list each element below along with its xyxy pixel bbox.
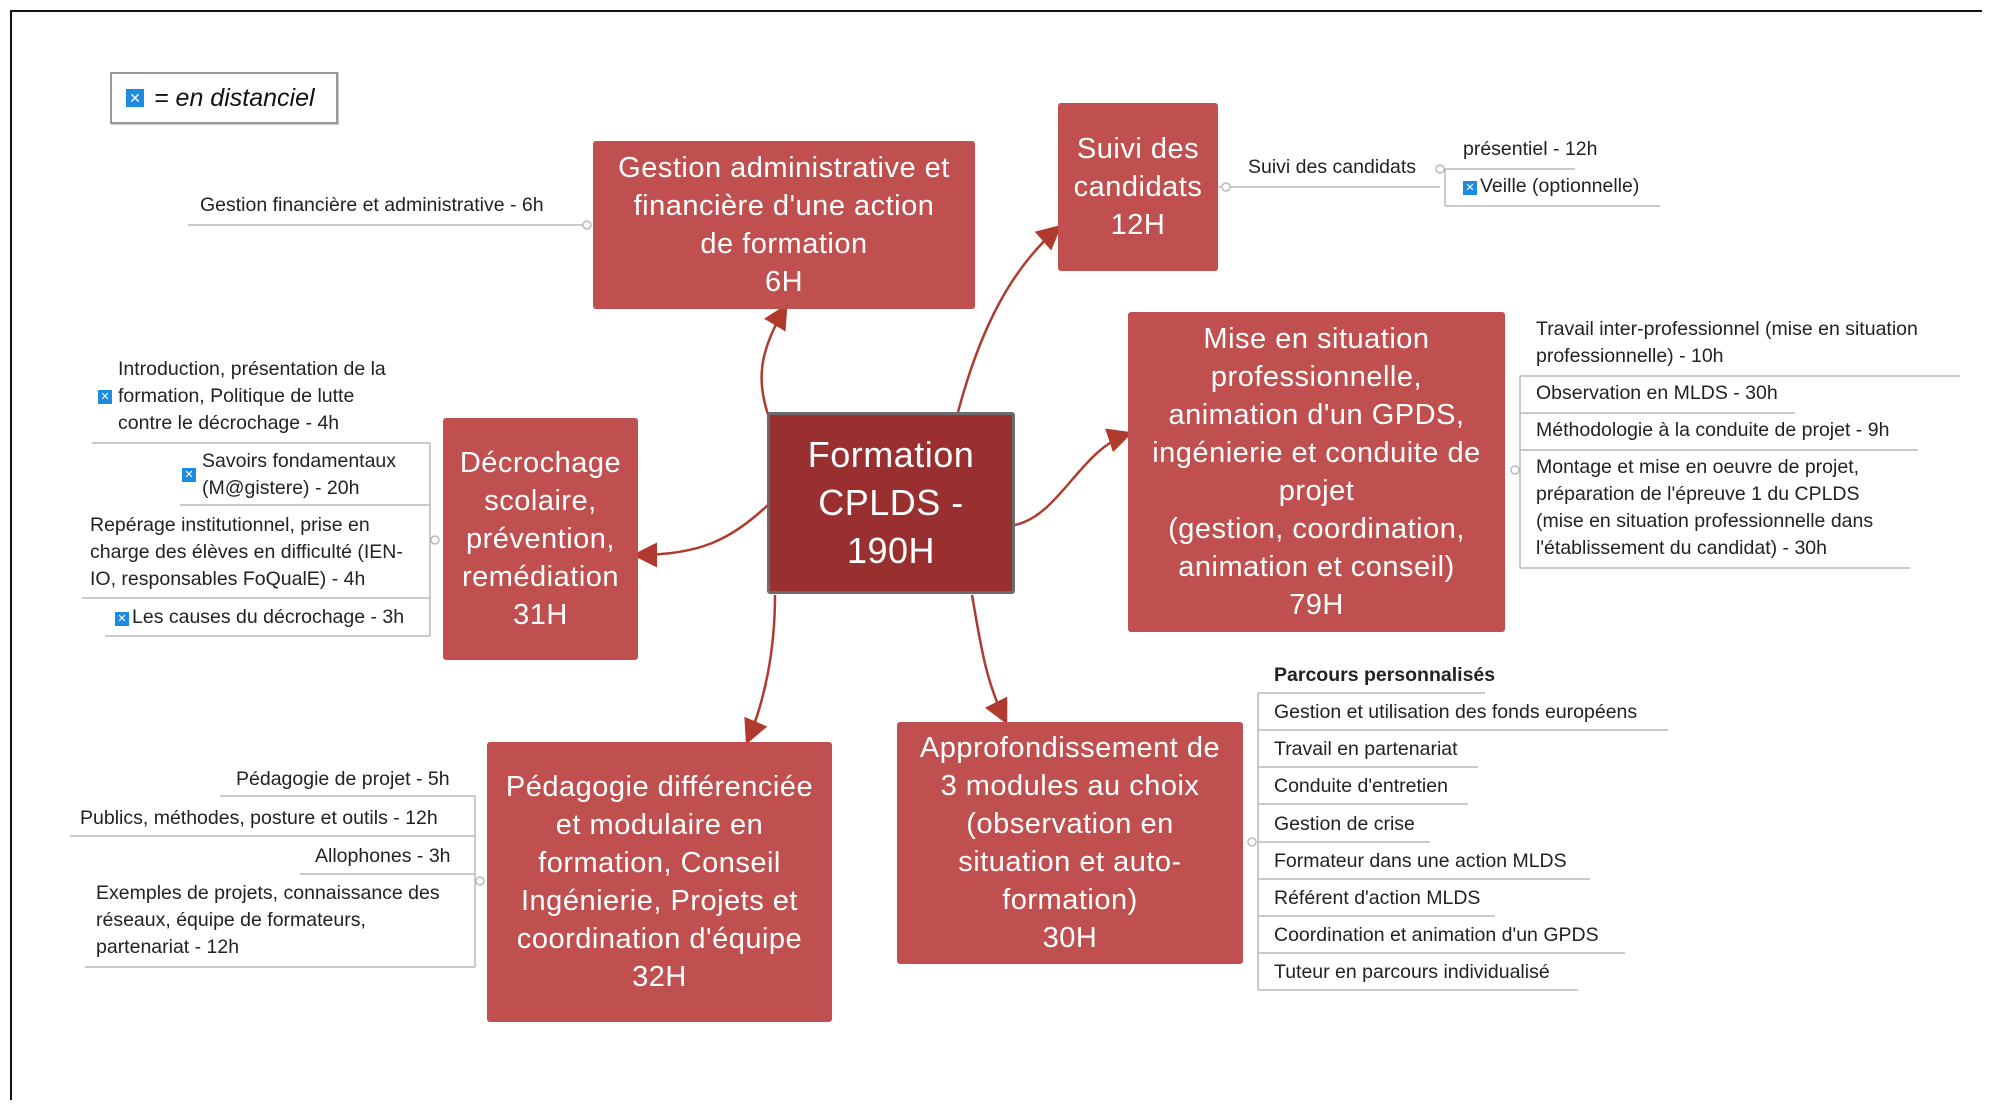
canvas-frame: [10, 10, 1982, 1100]
branch-mise-label: Mise en situation professionnelle, anima…: [1152, 323, 1481, 621]
distance-learning-icon: ✕: [182, 468, 196, 482]
leaf-peda-1[interactable]: Publics, méthodes, posture et outils - 1…: [80, 807, 438, 829]
distance-learning-icon: ✕: [115, 612, 129, 626]
leaf-appro-7[interactable]: Tuteur en parcours individualisé: [1274, 961, 1550, 983]
leaf-appro-0[interactable]: Gestion et utilisation des fonds europée…: [1274, 701, 1638, 723]
arrow-to-peda: [744, 594, 777, 745]
legend-text: = en distanciel: [154, 83, 315, 112]
leaf-appro-1[interactable]: Travail en partenariat: [1274, 738, 1458, 760]
leaf-decro-2[interactable]: Repérage institutionnel, prise en charge…: [90, 514, 403, 590]
leaf-suivi-1[interactable]: ✕Veille (optionnelle): [1463, 173, 1639, 200]
leaf-decro-1[interactable]: ✕ Savoirs fondamentaux (M@gistere) - 20h: [182, 448, 396, 502]
leaf-gestion-0[interactable]: Gestion financière et administrative - 6…: [200, 194, 544, 216]
leaf-appro-6[interactable]: Coordination et animation d'un GPDS: [1274, 924, 1599, 946]
branch-decro[interactable]: Décrochage scolaire, prévention, remédia…: [443, 418, 638, 660]
leaf-decro-0-text: Introduction, présentation de la formati…: [118, 358, 386, 434]
leaf-decro-3[interactable]: ✕Les causes du décrochage - 3h: [115, 604, 404, 631]
leaf-mise-3[interactable]: Montage et mise en oeuvre de projet, pré…: [1536, 456, 1874, 559]
branch-mise[interactable]: Mise en situation professionnelle, anima…: [1128, 312, 1505, 632]
branch-peda[interactable]: Pédagogie différenciée et modulaire en f…: [487, 742, 832, 1022]
arrow-to-gestion: [760, 303, 788, 421]
leaf-mise-2[interactable]: Méthodologie à la conduite de projet - 9…: [1536, 419, 1890, 441]
distance-learning-icon: ✕: [126, 89, 144, 107]
leaf-appro-4[interactable]: Formateur dans une action MLDS: [1274, 850, 1567, 872]
leaf-decro-1-text: Savoirs fondamentaux (M@gistere) - 20h: [202, 450, 397, 499]
leaf-appro-5[interactable]: Référent d'action MLDS: [1274, 887, 1481, 909]
central-node[interactable]: Formation CPLDS - 190H: [767, 412, 1015, 594]
branch-appro[interactable]: Approfondissement de 3 modules au choix …: [897, 722, 1243, 964]
arrow-to-mise: [1014, 428, 1133, 527]
leaf-appro-3[interactable]: Gestion de crise: [1274, 813, 1415, 835]
branch-suivi-label: Suivi des candidats 12H: [1073, 133, 1203, 241]
branch-gestion[interactable]: Gestion administrative et financière d'u…: [593, 141, 975, 309]
leaf-peda-3[interactable]: Exemples de projets, connaissance des ré…: [96, 882, 440, 958]
leaf-suivi-0[interactable]: présentiel - 12h: [1463, 138, 1598, 160]
leaf-appro-header[interactable]: Parcours personnalisés: [1274, 664, 1496, 686]
branch-decro-label: Décrochage scolaire, prévention, remédia…: [459, 447, 622, 631]
distance-learning-icon: ✕: [1463, 181, 1477, 195]
leaf-decro-3-text: Les causes du décrochage - 3h: [132, 606, 405, 628]
leaf-mise-0[interactable]: Travail inter-professionnel (mise en sit…: [1536, 318, 1918, 367]
branch-suivi[interactable]: Suivi des candidats 12H: [1058, 103, 1218, 271]
leaf-mise-1[interactable]: Observation en MLDS - 30h: [1536, 382, 1778, 404]
leaf-appro-2[interactable]: Conduite d'entretien: [1274, 775, 1448, 797]
arrow-to-appro: [970, 594, 1008, 725]
leaf-peda-2[interactable]: Allophones - 3h: [315, 845, 451, 867]
distance-learning-icon: ✕: [98, 390, 112, 404]
branch-peda-label: Pédagogie différenciée et modulaire en f…: [505, 771, 814, 993]
arrow-to-decro: [632, 504, 769, 568]
arrow-to-suivi: [956, 224, 1062, 413]
legend-box: ✕ = en distanciel: [110, 72, 338, 124]
branch-gestion-label: Gestion administrative et financière d'u…: [618, 152, 950, 298]
leaf-suivi-sub[interactable]: Suivi des candidats: [1248, 156, 1417, 178]
leaf-suivi-1-text: Veille (optionnelle): [1480, 175, 1640, 197]
leaf-decro-0[interactable]: ✕ Introduction, présentation de la forma…: [98, 356, 386, 437]
leaf-peda-0[interactable]: Pédagogie de projet - 5h: [236, 768, 450, 790]
central-label: Formation CPLDS - 190H: [807, 434, 975, 571]
branch-appro-label: Approfondissement de 3 modules au choix …: [919, 732, 1221, 954]
